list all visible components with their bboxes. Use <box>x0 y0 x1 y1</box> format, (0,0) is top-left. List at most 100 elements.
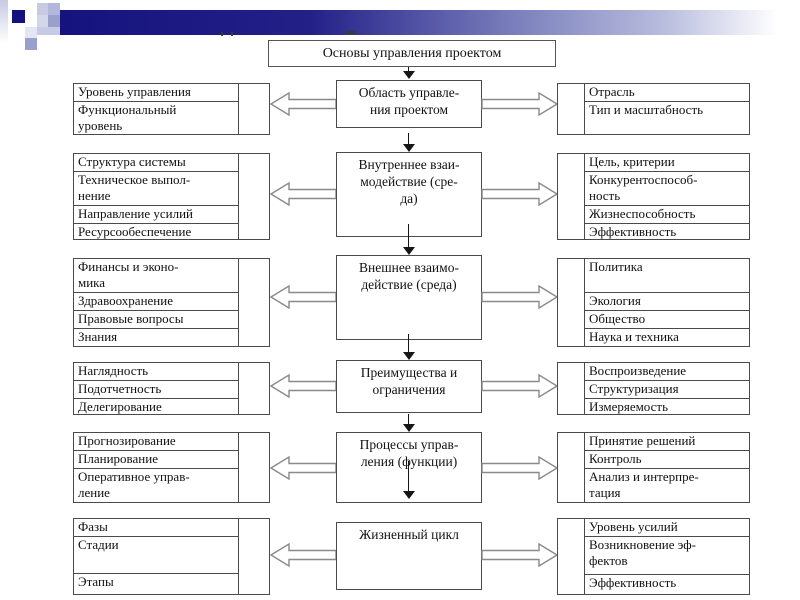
down-arrow-shaft <box>408 224 409 247</box>
list-cell: Конкурентоспособ- ность <box>585 171 749 205</box>
header-left-strip <box>0 0 8 48</box>
list-cell: Стадии <box>74 536 238 573</box>
empty-connector-cell <box>558 259 585 346</box>
list-cell: Цель, критерии <box>589 154 675 169</box>
header-square <box>37 15 48 27</box>
list-cell: Этапы <box>74 573 238 594</box>
block-arrow-left <box>270 373 337 399</box>
list-cell: Знания <box>74 328 238 346</box>
down-arrow <box>402 224 415 255</box>
flow-box-label: Жизненный цикл <box>359 527 459 542</box>
flow-box-label: Внешнее взаимо- действие (среда) <box>359 260 459 292</box>
list-cell: Тип и масштабность <box>585 101 749 134</box>
down-arrow <box>402 133 415 152</box>
list-cell: Делегирование <box>74 398 238 415</box>
block-arrow-left <box>270 455 337 481</box>
list-cell: Уровень усилий <box>589 519 678 534</box>
list-cell: Направление усилий <box>74 205 238 223</box>
down-arrow <box>402 414 415 432</box>
header-square <box>25 38 37 50</box>
list-cell: Отрасль <box>589 84 635 99</box>
list-cell: Подотчетность <box>74 380 238 398</box>
block-arrow-right <box>481 373 558 399</box>
list-cell: Структуризация <box>585 380 749 398</box>
down-arrow-shaft <box>408 133 409 144</box>
block-arrow-right <box>481 284 558 310</box>
block-arrow-right <box>481 181 558 207</box>
empty-connector-cell <box>558 433 585 502</box>
list-cell: Прогнозирование <box>78 433 176 448</box>
flow-box-label: Область управле- ния проектом <box>358 85 460 117</box>
empty-connector-cell <box>238 363 269 414</box>
down-arrow-shaft <box>408 334 409 352</box>
down-arrow-head <box>402 491 415 499</box>
list-cell: Наглядность <box>78 363 149 378</box>
list-cell: Возникновение эф- фектов <box>585 536 749 574</box>
list-cell: Эффективность <box>585 223 749 240</box>
list-cell: Здравоохранение <box>74 292 238 310</box>
down-arrow <box>402 461 415 499</box>
list-cell: Эффективность <box>585 574 749 594</box>
list-cell: Экология <box>585 292 749 310</box>
list-cell: Анализ и интерпре- тация <box>585 468 749 502</box>
empty-connector-cell <box>238 433 269 502</box>
flow-box-label: Процессы управ- ления (функции) <box>359 437 459 469</box>
list-cell: Измеряемость <box>585 398 749 415</box>
clipped-text-artifact <box>231 32 233 36</box>
clipped-text-artifact <box>346 31 355 34</box>
empty-connector-cell <box>558 519 585 594</box>
flow-box: Жизненный цикл <box>336 522 482 590</box>
flow-box-label: Преимущества и ограничения <box>360 365 458 397</box>
flow-box: Преимущества и ограничения <box>336 360 482 413</box>
block-arrow-left <box>270 542 337 568</box>
list-cell: Планирование <box>74 450 238 468</box>
list-cell: Общество <box>585 310 749 328</box>
down-arrow-shaft <box>408 461 409 491</box>
down-arrow <box>402 67 415 79</box>
empty-connector-cell <box>558 154 585 239</box>
empty-connector-cell <box>558 84 585 134</box>
list-cell: Жизнеспособность <box>585 205 749 223</box>
list-cell: Правовые вопросы <box>74 310 238 328</box>
down-arrow-head <box>402 71 415 79</box>
list-cell: Контроль <box>585 450 749 468</box>
list-cell: Ресурсообеспечение <box>74 223 238 240</box>
diagram-title-box: Основы управления проектом <box>268 40 556 67</box>
down-arrow <box>402 334 415 360</box>
empty-connector-cell <box>238 259 269 346</box>
block-arrow-right <box>481 455 558 481</box>
down-arrow-head <box>402 144 415 152</box>
flow-box: Внутреннее взаи- модействие (сре- да) <box>336 152 482 237</box>
block-arrow-left <box>270 91 337 117</box>
list-cell: Политика <box>589 259 643 274</box>
header-square-navy <box>12 10 25 23</box>
empty-connector-cell <box>238 154 269 239</box>
down-arrow-head <box>402 247 415 255</box>
block-arrow-left <box>270 284 337 310</box>
diagram-title-label: Основы управления проектом <box>322 45 502 61</box>
list-cell: Оперативное управ- ление <box>74 468 238 502</box>
